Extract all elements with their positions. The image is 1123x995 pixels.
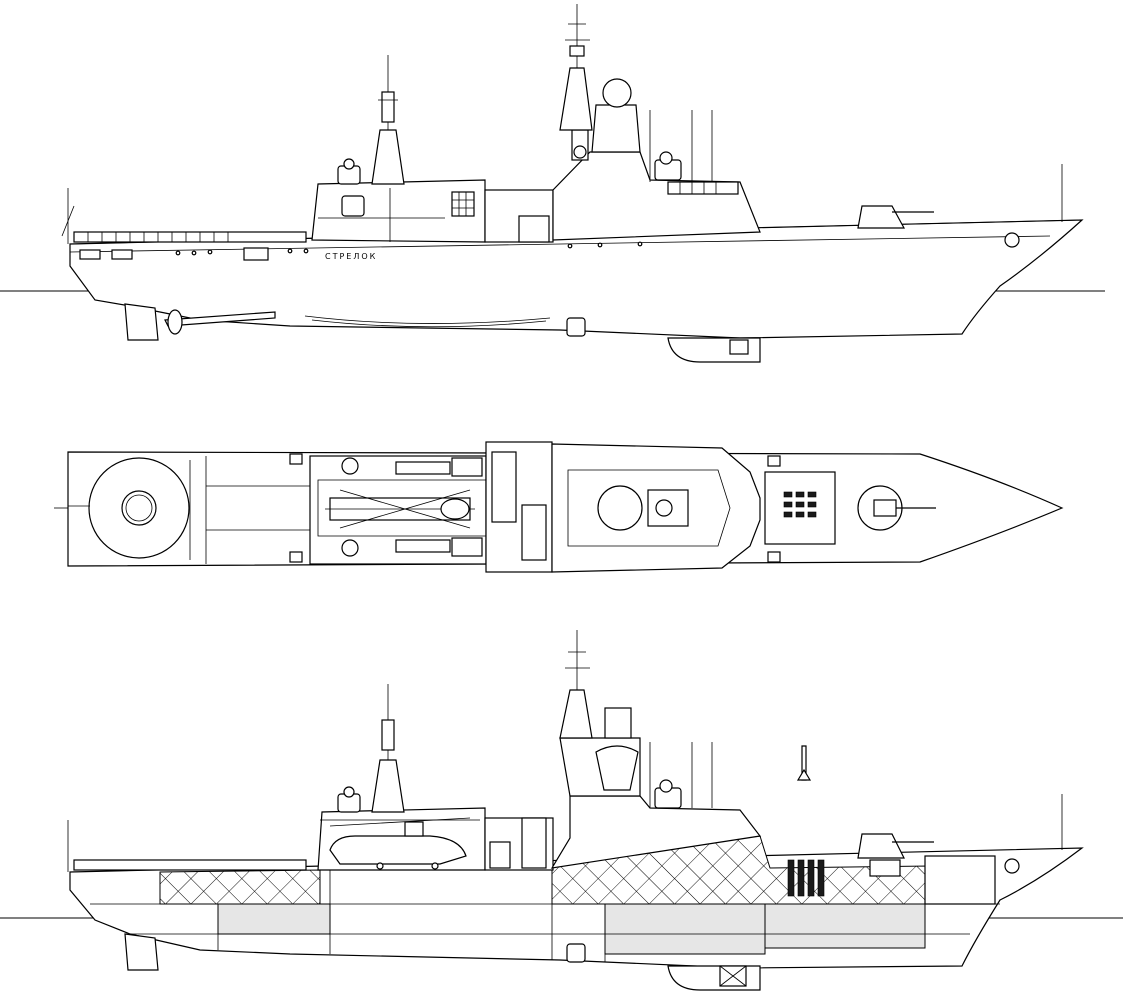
inboard-profile-view: [0, 630, 1123, 991]
radar-dome: [602, 78, 632, 108]
deck-railing: [73, 231, 307, 243]
launchers-upper: [395, 457, 483, 557]
engine-room-main: [604, 903, 766, 955]
bow-gun-inboard: [857, 833, 905, 859]
propeller-shaft: [164, 311, 276, 327]
rudder-inboard: [124, 933, 159, 971]
bow-gun: [857, 205, 906, 229]
side-profile-view: СТРЕЛОК: [0, 4, 1105, 363]
hatched-compartment-aft: [159, 869, 321, 905]
bridge-superstructure: [552, 151, 761, 241]
helicopter-side: [320, 817, 480, 870]
radar-inboard: [604, 707, 632, 739]
portholes: [175, 241, 643, 256]
main-mast: [559, 67, 593, 131]
hull-profile: [69, 219, 1084, 339]
plan-view: [54, 441, 1064, 573]
bridge-inboard: [550, 795, 762, 869]
rudder: [124, 303, 159, 341]
aft-mast-inboard: [371, 759, 405, 813]
engine-room-aft: [217, 903, 331, 935]
vls-cells-inboard: [787, 859, 825, 897]
vls-cells-plan: [783, 491, 817, 518]
hull-name-side: СТРЕЛОК: [325, 252, 377, 261]
main-mast-inboard: [559, 689, 593, 739]
radar-plan: [597, 485, 643, 531]
helicopter-plan: [325, 489, 475, 529]
aft-mast: [371, 129, 405, 185]
